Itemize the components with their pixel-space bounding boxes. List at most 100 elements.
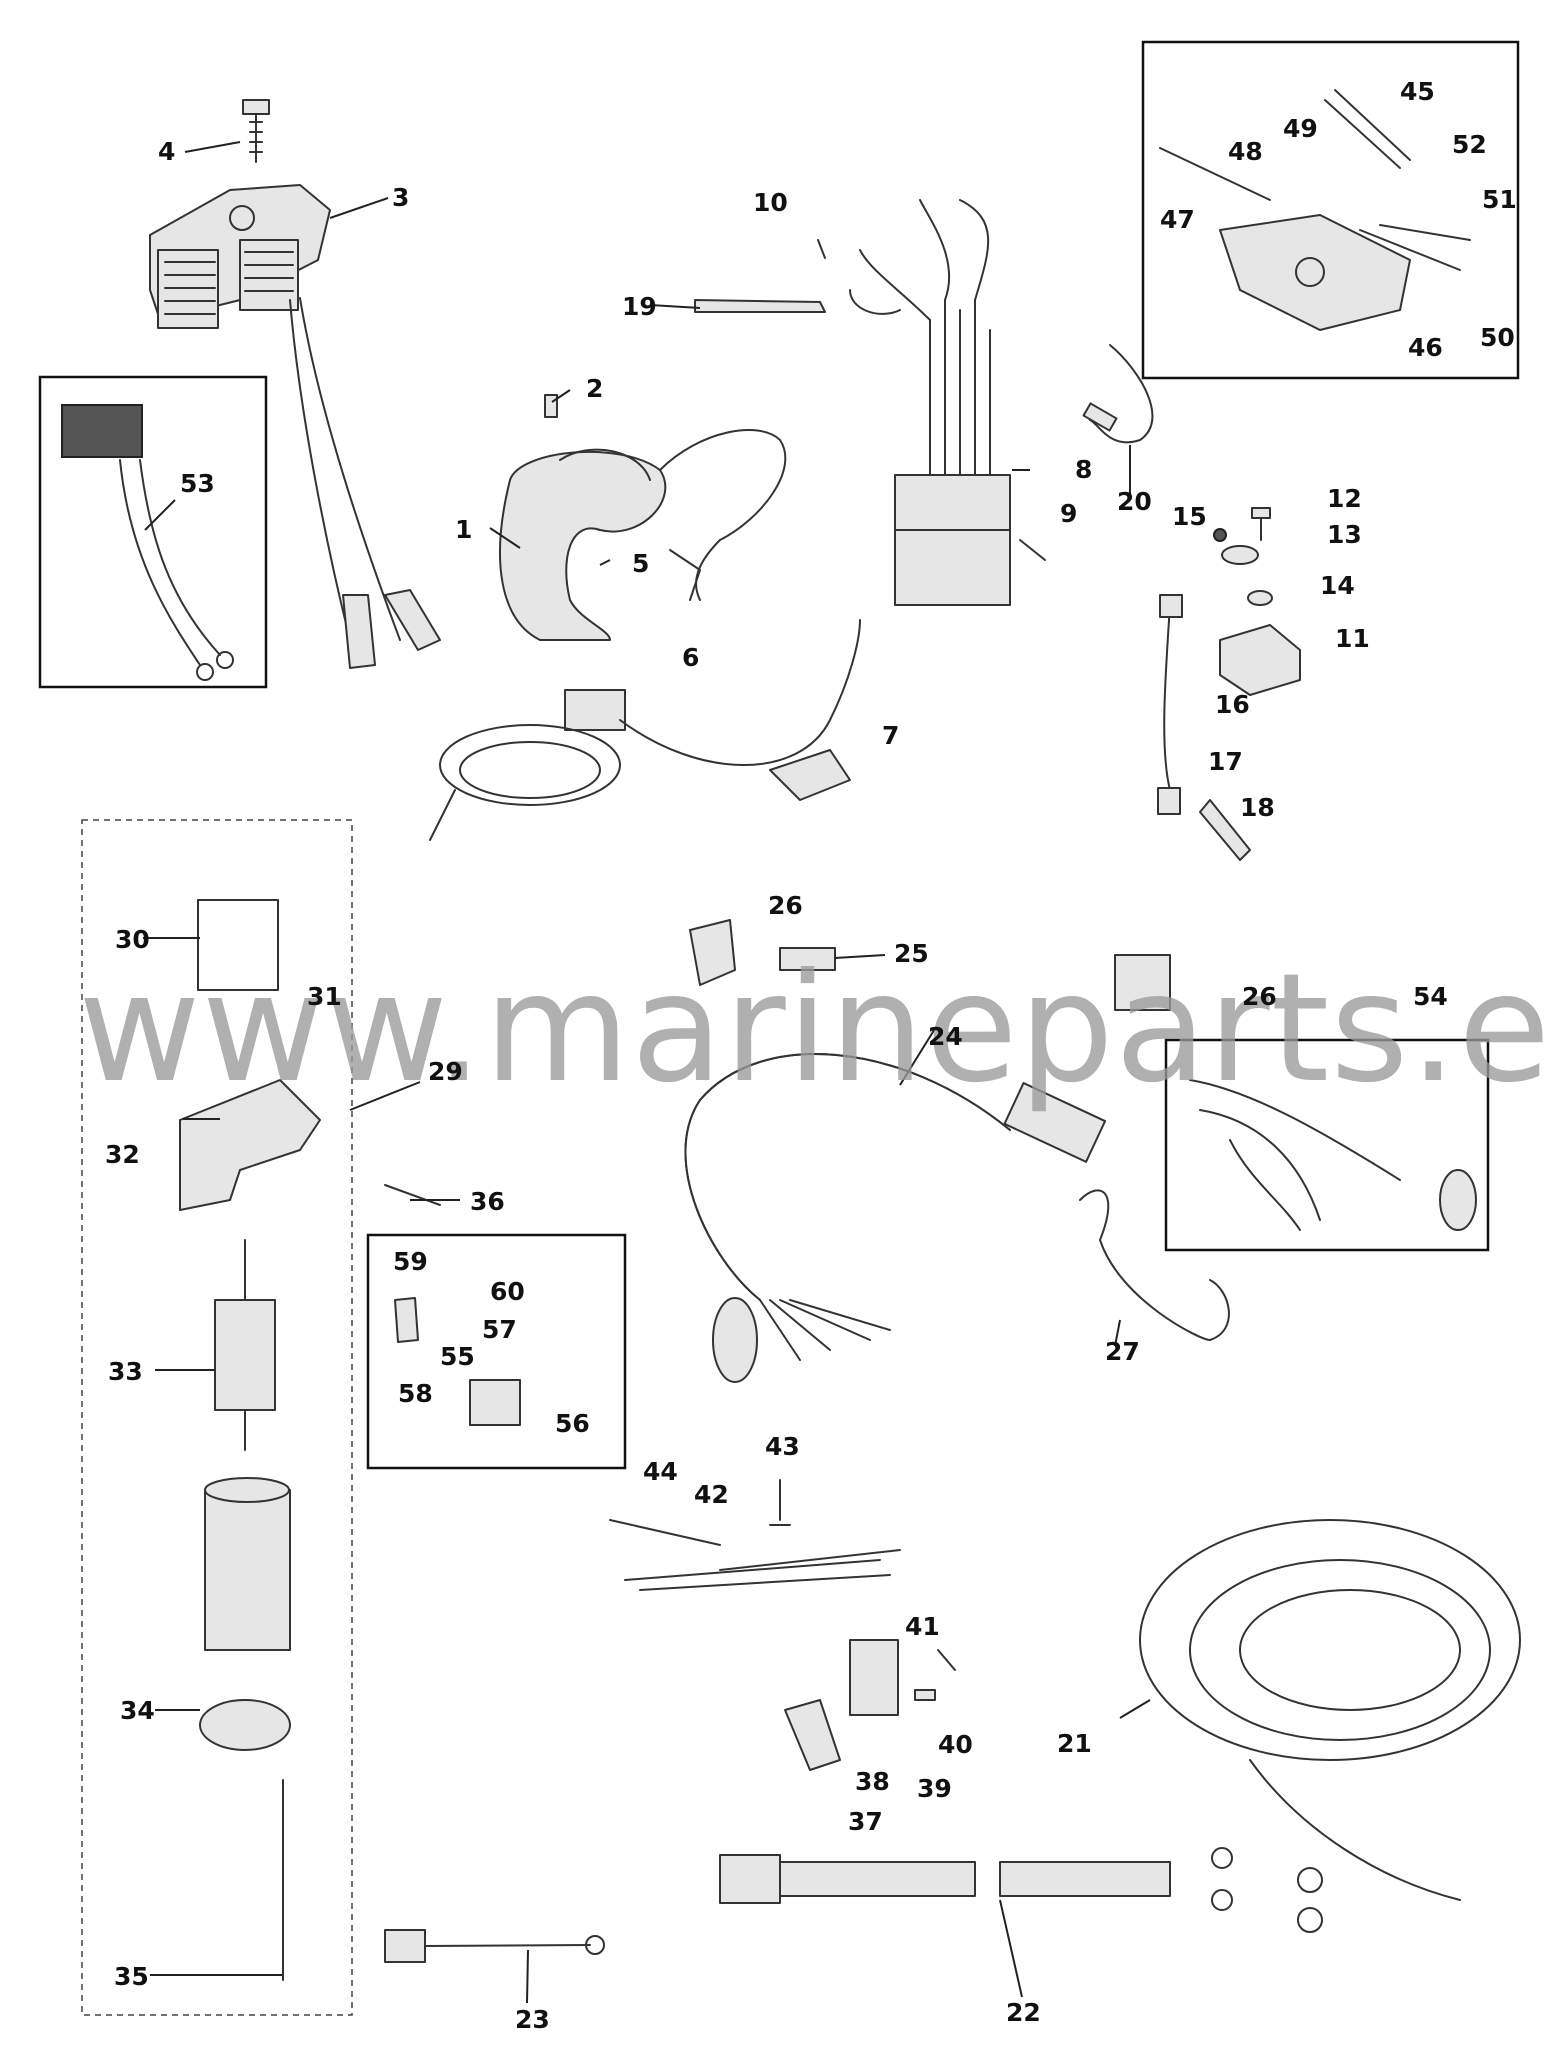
label-part-42: 42 xyxy=(694,1480,729,1509)
label-part-43: 43 xyxy=(765,1432,800,1461)
label-part-33: 33 xyxy=(108,1357,143,1386)
label-part-40: 40 xyxy=(938,1730,973,1759)
label-part-16: 16 xyxy=(1215,690,1250,719)
label-part-60: 60 xyxy=(490,1277,525,1306)
cable-tie-19 xyxy=(694,299,826,313)
nut-15 xyxy=(1213,528,1227,542)
label-part-9: 9 xyxy=(1060,499,1077,528)
screw-12 xyxy=(1251,507,1271,541)
label-part-34: 34 xyxy=(120,1696,155,1725)
label-part-36: 36 xyxy=(470,1187,505,1216)
label-part-25: 25 xyxy=(894,939,929,968)
solenoid-11 xyxy=(1219,624,1301,696)
brush-plate-34 xyxy=(199,1699,291,1751)
screw-40 xyxy=(914,1689,936,1701)
starter-frame xyxy=(204,1477,291,1651)
label-part-27: 27 xyxy=(1105,1337,1140,1366)
wire-44 xyxy=(609,1519,721,1546)
terminal-13 xyxy=(1221,545,1259,565)
label-part-13: 13 xyxy=(1327,520,1362,549)
label-part-35: 35 xyxy=(114,1962,149,1991)
starter-group-dashed-box xyxy=(81,819,353,2016)
wire-27 xyxy=(1079,1189,1230,1341)
label-part-6: 6 xyxy=(682,643,699,672)
label-part-41: 41 xyxy=(905,1612,940,1641)
label-part-50: 50 xyxy=(1480,323,1515,352)
label-part-38: 38 xyxy=(855,1767,890,1796)
label-part-26-relay: 26 xyxy=(1242,982,1277,1011)
label-part-21: 21 xyxy=(1057,1729,1092,1758)
label-part-59: 59 xyxy=(393,1247,428,1276)
screw-9 xyxy=(1019,539,1046,561)
label-part-46: 46 xyxy=(1408,333,1443,362)
inset-box-top-right xyxy=(1141,40,1520,380)
label-part-2: 2 xyxy=(586,374,603,403)
trigger-plate-1 xyxy=(499,394,787,641)
label-part-23: 23 xyxy=(515,2005,550,2034)
label-part-8: 8 xyxy=(1075,455,1092,484)
label-part-22: 22 xyxy=(1006,1998,1041,2027)
label-part-24: 24 xyxy=(928,1022,963,1051)
part-53-harness xyxy=(61,404,234,681)
stator-assembly xyxy=(149,184,441,669)
label-part-49: 49 xyxy=(1283,114,1318,143)
bracket-58 xyxy=(394,1297,419,1343)
rectifier-39 xyxy=(849,1639,899,1716)
switch-box-8 xyxy=(849,199,1011,606)
label-part-26-bracket: 26 xyxy=(768,891,803,920)
label-part-52: 52 xyxy=(1452,130,1487,159)
label-part-14: 14 xyxy=(1320,571,1355,600)
label-part-32: 32 xyxy=(105,1140,140,1169)
harness-54 xyxy=(1189,1079,1477,1231)
inset-box-53 xyxy=(38,375,268,689)
connector-43 xyxy=(769,1479,791,1526)
label-part-20: 20 xyxy=(1117,487,1152,516)
label-part-11: 11 xyxy=(1335,624,1370,653)
label-part-45: 45 xyxy=(1400,77,1435,106)
label-part-57: 57 xyxy=(482,1315,517,1344)
bolt-36 xyxy=(384,1184,441,1206)
fuse-holder-25 xyxy=(779,947,836,971)
label-part-12: 12 xyxy=(1327,484,1362,513)
label-part-58: 58 xyxy=(398,1379,433,1408)
wiring-harness-24 xyxy=(684,1053,1107,1383)
label-part-4: 4 xyxy=(158,137,175,166)
label-part-47: 47 xyxy=(1160,205,1195,234)
part-labels: 1 2 3 4 5 6 7 8 9 10 11 12 13 14 15 16 1… xyxy=(105,77,1517,2034)
label-part-53: 53 xyxy=(180,469,215,498)
inset-box-55-60 xyxy=(366,1233,627,1470)
wire-set-42 xyxy=(624,1549,901,1591)
watermark-text: www.marineparts.eu xyxy=(78,942,1557,1116)
label-part-19: 19 xyxy=(622,292,657,321)
label-part-39: 39 xyxy=(917,1774,952,1803)
solenoid-55 xyxy=(469,1379,521,1426)
armature-33 xyxy=(214,1239,276,1451)
bracket-7 xyxy=(769,749,851,801)
leader-lines xyxy=(143,141,1151,2004)
label-part-7: 7 xyxy=(882,721,899,750)
screw-4 xyxy=(242,99,270,163)
lead-23 xyxy=(384,1929,605,1963)
battery-cable-22 xyxy=(719,1847,1233,1911)
label-part-18: 18 xyxy=(1240,793,1275,822)
label-part-3: 3 xyxy=(392,183,409,212)
label-part-48: 48 xyxy=(1228,137,1263,166)
lead-16 xyxy=(1157,594,1183,815)
label-part-51: 51 xyxy=(1482,185,1517,214)
label-part-10: 10 xyxy=(753,188,788,217)
bracket-26 xyxy=(689,919,736,986)
label-part-37: 37 xyxy=(848,1807,883,1836)
label-part-54: 54 xyxy=(1413,982,1448,1011)
label-part-55: 55 xyxy=(440,1342,475,1371)
label-part-56: 56 xyxy=(555,1409,590,1438)
sensor-18 xyxy=(1199,799,1251,861)
label-part-29: 29 xyxy=(428,1057,463,1086)
screw-10 xyxy=(817,239,826,259)
hardware-30 xyxy=(197,899,279,991)
inset-box-54 xyxy=(1164,1038,1490,1252)
label-part-30: 30 xyxy=(115,925,150,954)
screw-41 xyxy=(937,1649,956,1671)
extension-harness-21 xyxy=(1139,1519,1521,1933)
label-part-17: 17 xyxy=(1208,747,1243,776)
